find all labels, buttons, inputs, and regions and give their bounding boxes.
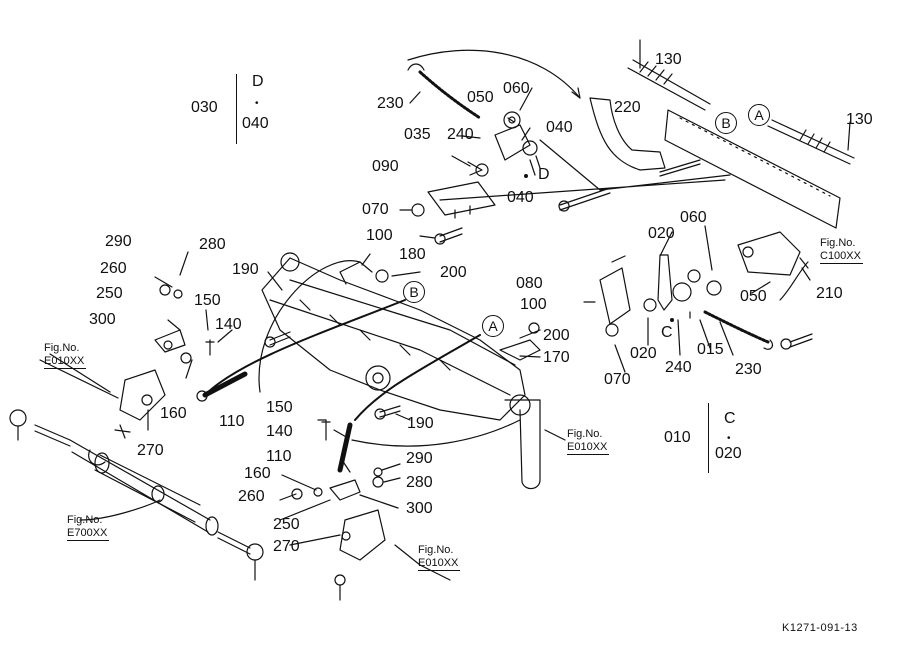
part-label-260: 260 — [238, 488, 265, 505]
part-label-035: 035 — [404, 126, 431, 143]
link-220 — [589, 97, 666, 171]
fig-ref-c100: Fig.No. C100XX — [820, 237, 863, 264]
part-label-130: 130 — [846, 111, 873, 128]
part-label-015: 015 — [697, 341, 724, 358]
part-label-050: 050 — [467, 89, 494, 106]
part-label-170: 170 — [543, 349, 570, 366]
group-030-label: 030 — [191, 99, 218, 116]
part-label-230: 230 — [377, 95, 404, 112]
part-label-C: C — [661, 324, 673, 341]
part-label-280: 280 — [199, 236, 226, 253]
part-label-090: 090 — [372, 158, 399, 175]
part-label-100: 100 — [520, 296, 547, 313]
part-label-270: 270 — [273, 538, 300, 555]
part-label-150: 150 — [194, 292, 221, 309]
callout-B: B — [403, 281, 425, 303]
spring-230-right — [703, 310, 770, 344]
part-label-080: 080 — [516, 275, 543, 292]
fig-ref-line1: Fig.No. — [418, 544, 454, 556]
fig-ref-e010: Fig.No. E010XX — [44, 342, 87, 369]
part-label-140: 140 — [215, 316, 242, 333]
fig-ref-line2: C100XX — [820, 250, 863, 264]
group-010-top: C — [724, 410, 736, 427]
part-label-070: 070 — [362, 201, 389, 218]
part-label-270: 270 — [137, 442, 164, 459]
part-label-250: 250 — [96, 285, 123, 302]
group-030-top: D — [252, 73, 264, 90]
cable-A — [354, 334, 481, 421]
part-label-060: 060 — [503, 80, 530, 97]
part-label-300: 300 — [89, 311, 116, 328]
fig-ref-line1: Fig.No. — [567, 428, 603, 440]
group-010-brace — [708, 403, 709, 473]
diagram-code: K1271-091-13 — [782, 622, 858, 634]
fig-ref-line2: E700XX — [67, 527, 110, 541]
cable-B — [204, 299, 406, 396]
part-label-230: 230 — [735, 361, 762, 378]
part-label-160: 160 — [160, 405, 187, 422]
fig-ref-line2: E010XX — [567, 441, 610, 455]
part-label-130: 130 — [655, 51, 682, 68]
part-label-240: 240 — [665, 359, 692, 376]
part-label-210: 210 — [816, 285, 843, 302]
part-label-190: 190 — [407, 415, 434, 432]
fig-ref-line1: Fig.No. — [67, 514, 103, 526]
part-label-180: 180 — [399, 246, 426, 263]
part-label-140: 140 — [266, 423, 293, 440]
part-label-110: 110 — [219, 413, 245, 430]
part-label-250: 250 — [273, 516, 300, 533]
bracket-080 — [599, 267, 631, 325]
group-010-label: 010 — [664, 429, 691, 446]
group-030-bottom: 040 — [242, 115, 269, 132]
group-030-dot: • — [255, 98, 259, 109]
part-label-020: 020 — [648, 225, 675, 242]
callout-A: A — [482, 315, 504, 337]
group-030-brace — [236, 74, 237, 144]
part-label-020: 020 — [630, 345, 657, 362]
group-010-dot: • — [727, 433, 731, 444]
part-label-070: 070 — [604, 371, 631, 388]
part-label-150: 150 — [266, 399, 293, 416]
group-010-bottom: 020 — [715, 445, 742, 462]
fig-ref-e010: Fig.No. E010XX — [567, 428, 610, 455]
fig-ref-e010: Fig.No. E010XX — [418, 544, 461, 571]
tie-rod-left — [34, 424, 71, 447]
part-label-280: 280 — [406, 474, 433, 491]
part-label-290: 290 — [406, 450, 433, 467]
part-label-200: 200 — [543, 327, 570, 344]
fig-ref-line1: Fig.No. — [44, 342, 80, 354]
fig-ref-line2: E010XX — [44, 355, 87, 369]
part-label-240: 240 — [447, 126, 474, 143]
part-label-040: 040 — [546, 119, 573, 136]
part-label-260: 260 — [100, 260, 127, 277]
bracket-plate — [664, 109, 841, 229]
bracket-210 — [737, 231, 801, 276]
bracket-090 — [427, 181, 496, 219]
fig-ref-line2: E010XX — [418, 557, 461, 571]
spring-230-top — [418, 70, 482, 120]
part-label-200: 200 — [440, 264, 467, 281]
part-label-160: 160 — [244, 465, 271, 482]
part-label-110: 110 — [266, 448, 292, 465]
part-label-190: 190 — [232, 261, 259, 278]
main-frame — [261, 257, 526, 421]
part-label-290: 290 — [105, 233, 132, 250]
part-label-060: 060 — [680, 209, 707, 226]
callout-B: B — [715, 112, 737, 134]
fig-ref-e700: Fig.No. E700XX — [67, 514, 110, 541]
part-label-100: 100 — [366, 227, 393, 244]
rod-130-right — [767, 119, 855, 165]
part-label-220: 220 — [614, 99, 641, 116]
fig-ref-line1: Fig.No. — [820, 237, 856, 249]
part-label-D: D — [538, 166, 550, 183]
lever-240 — [494, 124, 531, 161]
callout-A: A — [748, 104, 770, 126]
part-label-300: 300 — [406, 500, 433, 517]
part-label-040: 040 — [507, 189, 534, 206]
part-label-050: 050 — [740, 288, 767, 305]
rod-130-upper — [627, 59, 711, 111]
